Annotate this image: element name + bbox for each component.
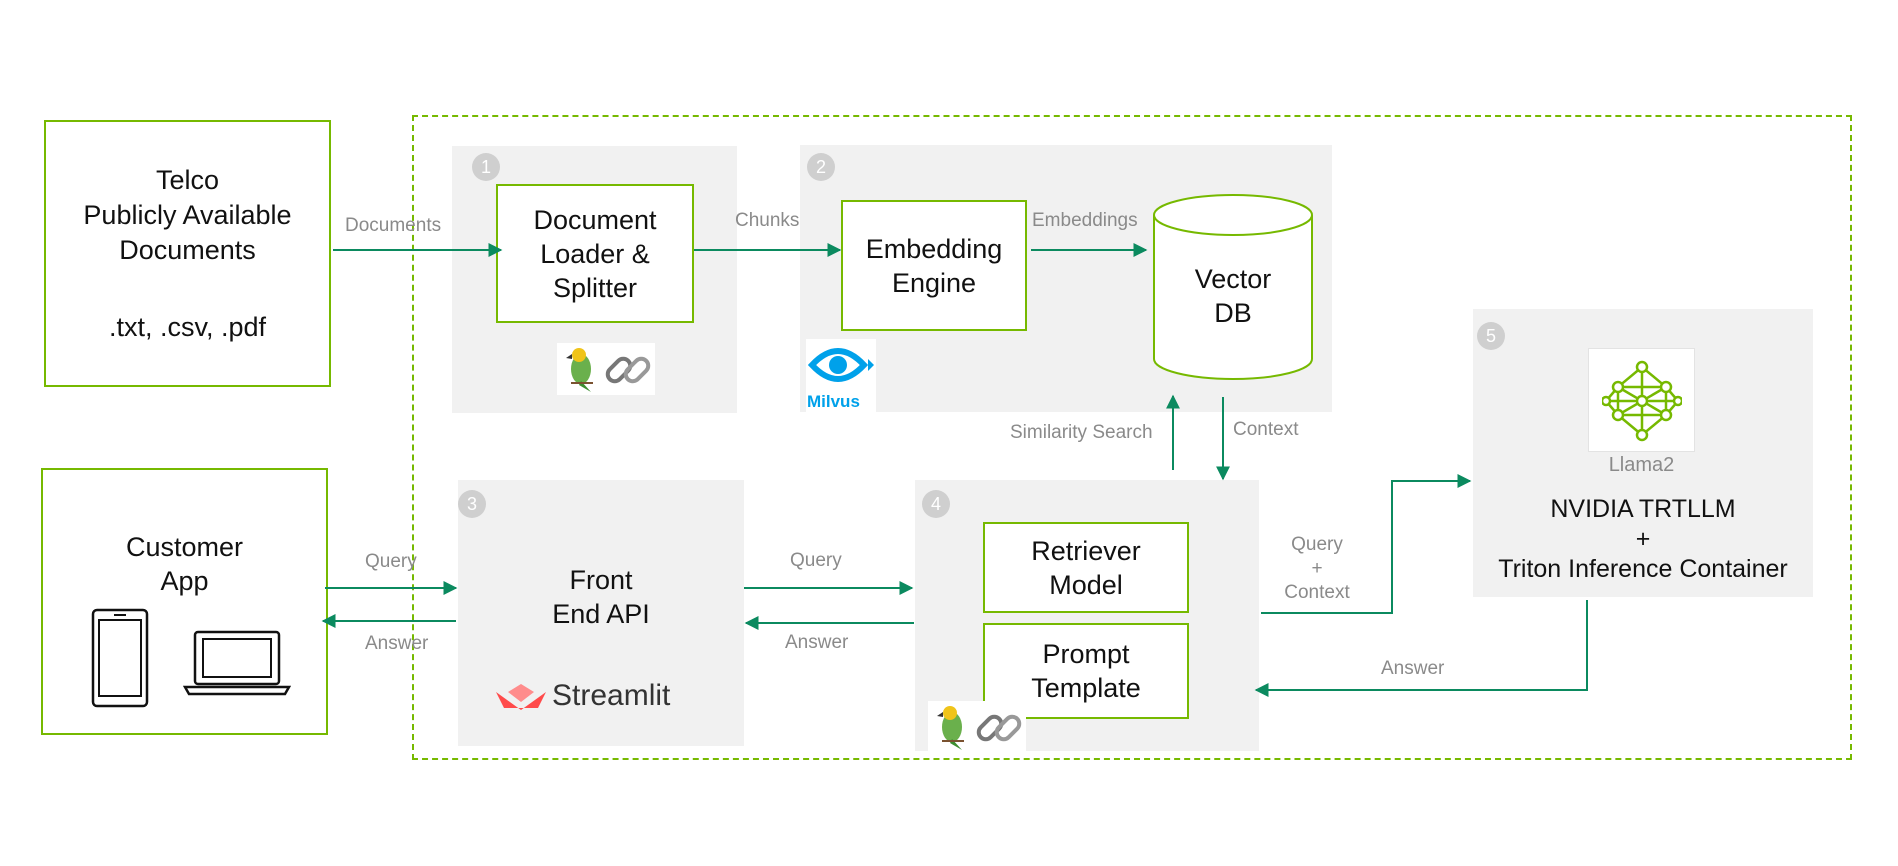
vector-db-cylinder (1153, 194, 1313, 380)
label-answer-llm: Answer (1381, 658, 1445, 679)
retriever-line-1: Retriever (1031, 535, 1141, 566)
pipeline-boundary (412, 115, 1852, 760)
arrow-answer-llm (1254, 600, 1588, 697)
label-context: Context (1233, 419, 1299, 440)
label-query-context: Query + Context (1262, 533, 1372, 605)
customer-title-line-1: Customer (125, 532, 244, 562)
query-context-line-2: + (1311, 558, 1323, 579)
engine-line-1: Embedding (865, 233, 1003, 264)
arrow-query-context (1261, 474, 1472, 614)
customer-title-line-2: App (160, 566, 209, 596)
label-answer-app: Answer (365, 633, 429, 654)
source-title-line-2: Publicly Available (83, 199, 292, 230)
loader-line-3: Splitter (552, 272, 638, 303)
label-documents: Documents (345, 215, 442, 236)
source-documents-box: Telco Publicly Available Documents .txt,… (44, 120, 331, 387)
embedding-engine-box: Embedding Engine (841, 200, 1027, 331)
phone-icon (91, 608, 149, 708)
label-answer-api: Answer (785, 632, 849, 653)
engine-line-2: Engine (891, 267, 977, 298)
streamlit-label: Streamlit (552, 679, 671, 712)
loader-line-1: Document (533, 204, 657, 235)
customer-app-box: Customer App (41, 468, 328, 735)
triton-line-3: Triton Inference Container (1498, 555, 1788, 583)
step-2-badge: 2 (807, 153, 835, 181)
query-context-line-1: Query (1291, 534, 1343, 555)
parrot-icon (937, 706, 964, 750)
label-similarity-search: Similarity Search (1010, 422, 1153, 443)
step-4-badge: 4 (922, 490, 950, 518)
source-formats: .txt, .csv, .pdf (108, 311, 267, 342)
triton-line-1: NVIDIA TRTLLM (1550, 495, 1736, 523)
laptop-icon (183, 630, 291, 696)
document-loader-splitter-box: Document Loader & Splitter (496, 184, 694, 323)
label-query-api: Query (790, 550, 842, 571)
llama2-icon-frame (1588, 348, 1695, 452)
db-line-2: DB (1214, 298, 1252, 328)
chain-link-icon (976, 714, 1022, 742)
milvus-eye-icon (808, 348, 874, 382)
streamlit-icon (496, 684, 546, 710)
label-query-app: Query (365, 551, 417, 572)
step-1-badge: 1 (472, 153, 500, 181)
milvus-label: Milvus (807, 392, 860, 411)
step-3-badge: 3 (458, 490, 486, 518)
neural-network-icon (1602, 360, 1682, 442)
label-embeddings: Embeddings (1032, 210, 1138, 231)
retriever-line-2: Model (1049, 569, 1123, 600)
langchain-logo-2 (928, 701, 1026, 753)
retriever-model-box: Retriever Model (983, 522, 1189, 613)
milvus-logo: Milvus (806, 339, 876, 412)
triton-line-2: + (1635, 525, 1651, 553)
loader-line-2: Loader & (540, 238, 650, 269)
api-line-2: End API (552, 599, 650, 629)
prompt-line-1: Prompt (1042, 639, 1130, 669)
chain-link-icon (605, 356, 651, 384)
source-title-line-3: Documents (119, 234, 256, 265)
query-context-line-3: Context (1284, 582, 1350, 603)
source-title-line-1: Telco (155, 164, 220, 195)
front-end-api-label: Front End API (458, 563, 744, 631)
prompt-line-2: Template (1031, 673, 1141, 703)
langchain-logo-1 (557, 343, 655, 395)
step-5-badge: 5 (1477, 322, 1505, 350)
llama2-label: Llama2 (1608, 454, 1675, 476)
api-line-1: Front (569, 565, 633, 595)
vector-db-label: Vector DB (1154, 262, 1312, 330)
db-line-1: Vector (1194, 264, 1272, 294)
nvidia-triton-label: NVIDIA TRTLLM + Triton Inference Contain… (1473, 494, 1813, 584)
label-chunks: Chunks (735, 210, 800, 231)
parrot-icon (566, 348, 593, 392)
